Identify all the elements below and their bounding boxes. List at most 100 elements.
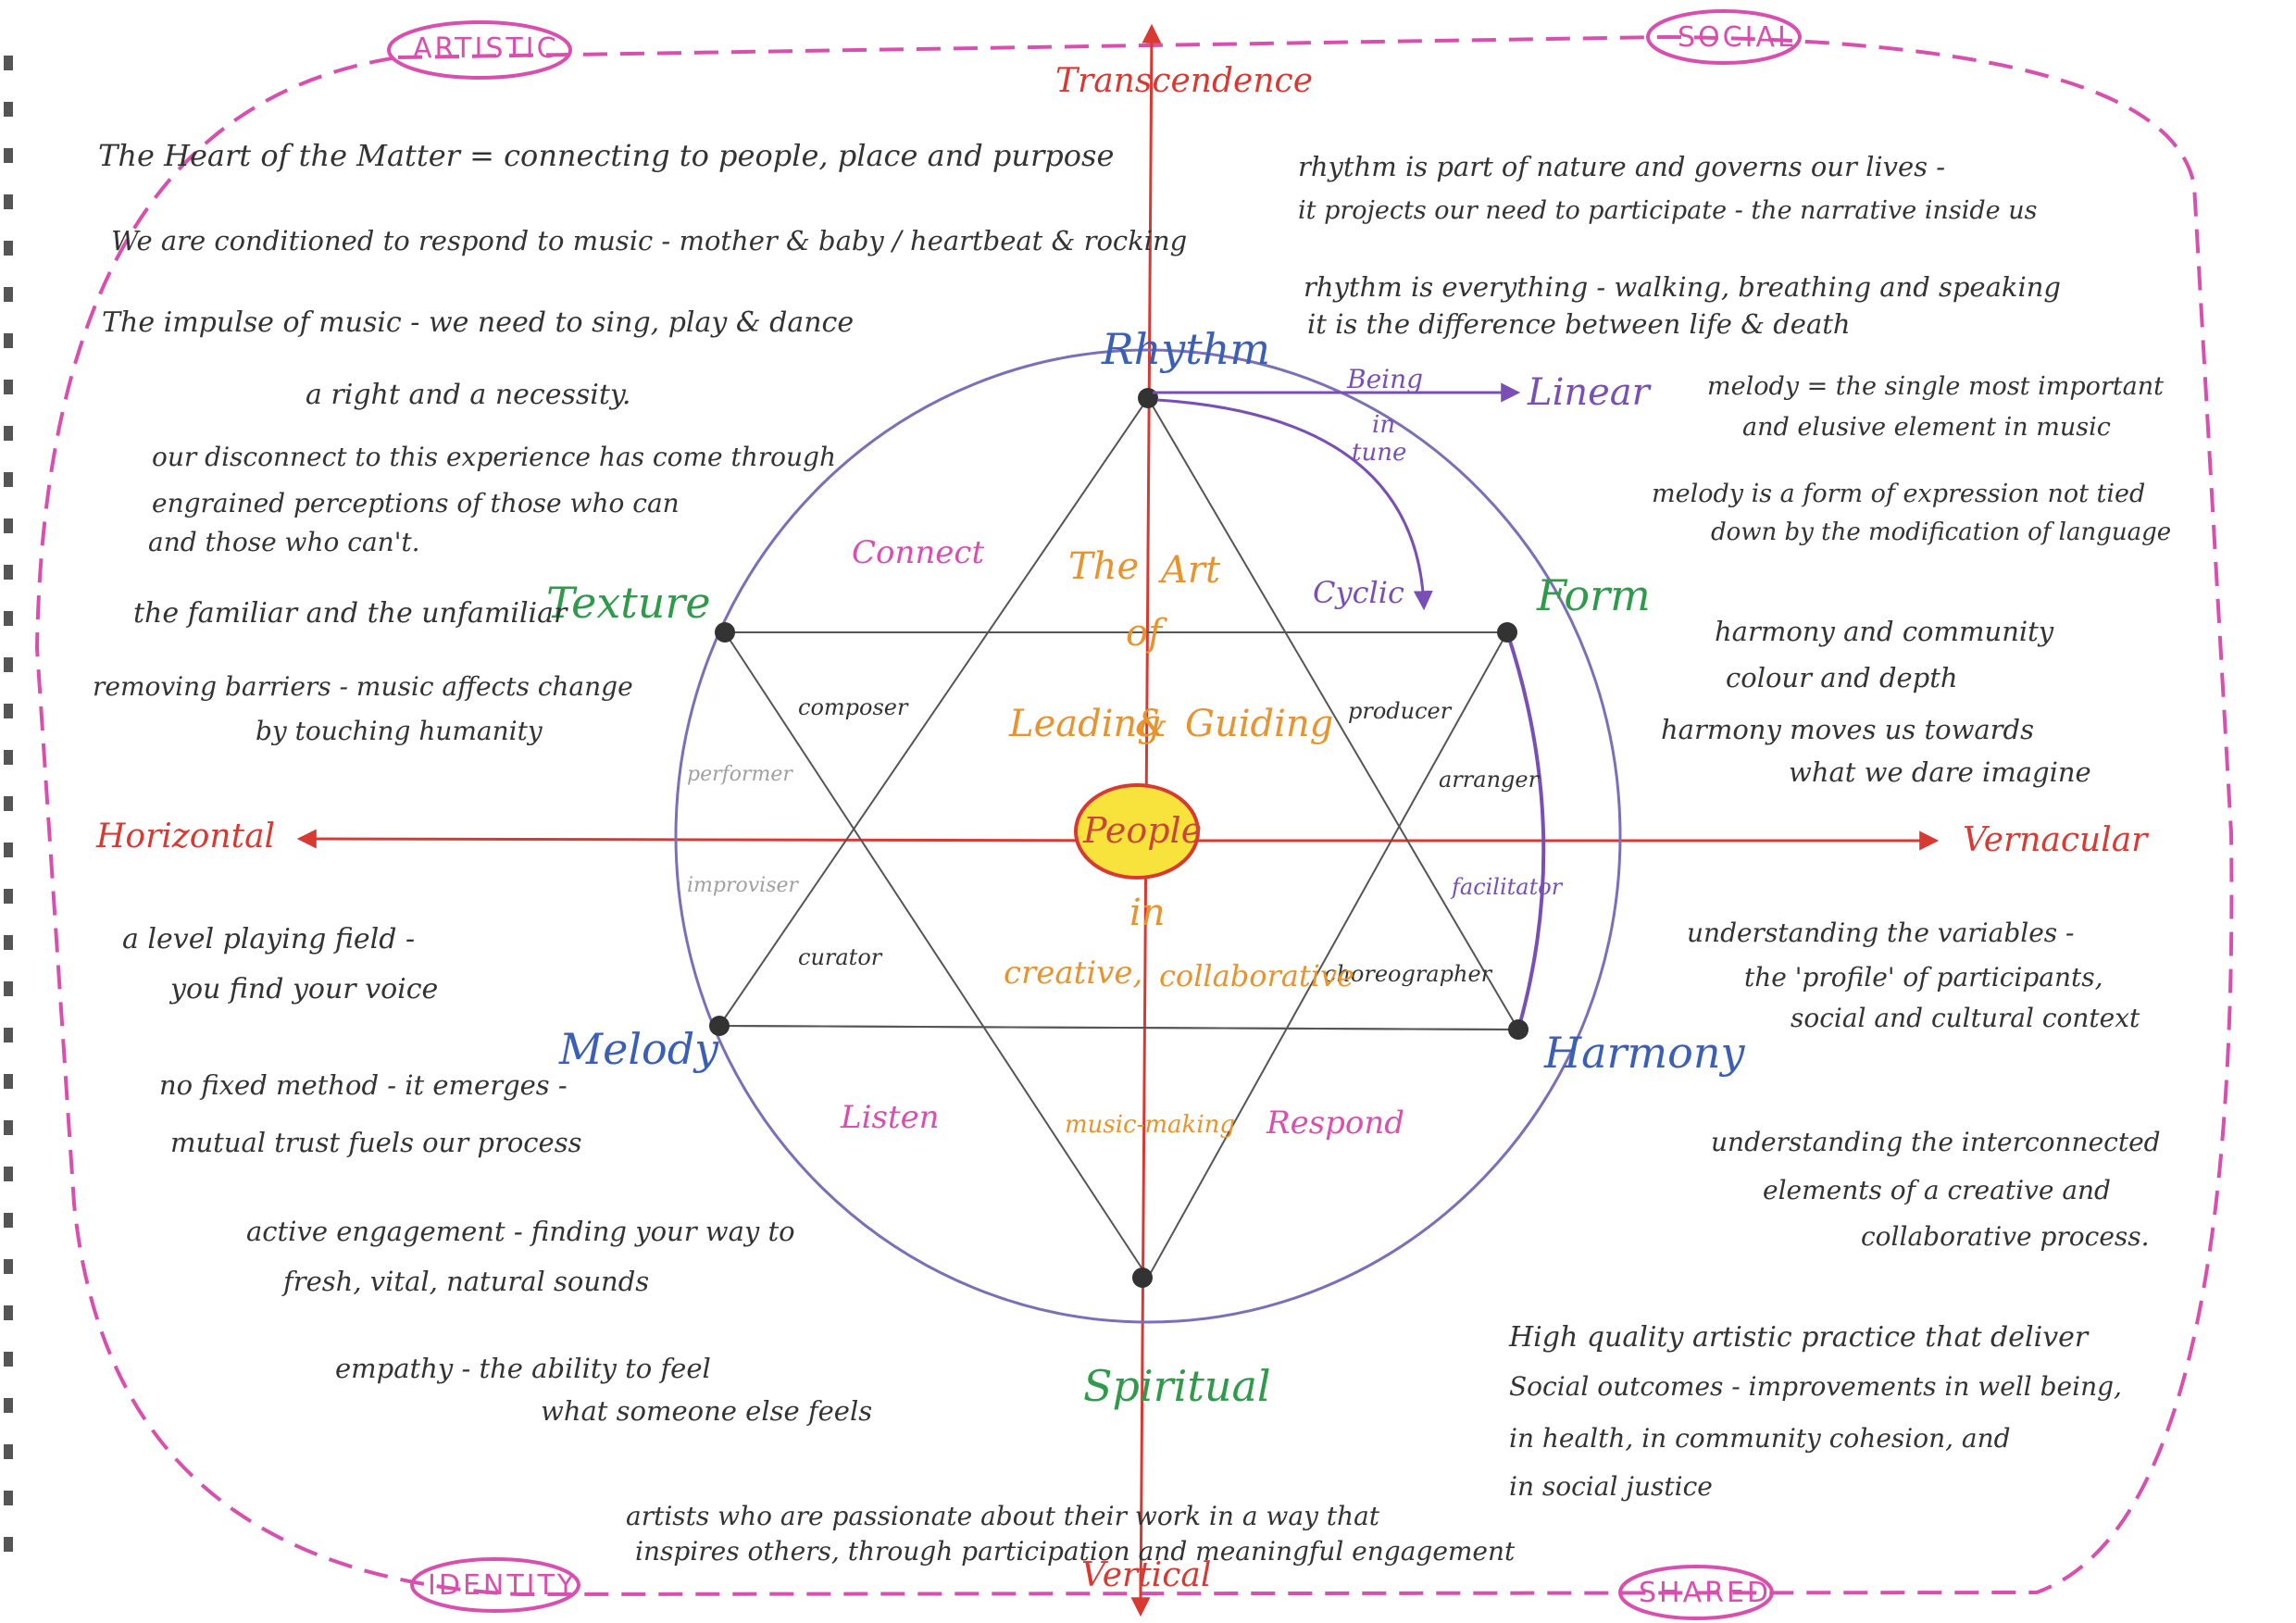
corner-oval-social [1646, 9, 1802, 65]
axis-label-horizontal: Horizontal [96, 818, 276, 855]
being-label: Being [1347, 364, 1424, 394]
role-improviser: improviser [687, 874, 799, 897]
corner-label-artistic: ARTISTIC [413, 32, 559, 65]
note-left: the familiar and the unfamiliar [133, 597, 568, 630]
note-right: collaborative process. [1861, 1221, 2150, 1252]
vertex-dot-texture [715, 622, 735, 643]
note-right: in health, in community cohesion, and [1509, 1423, 2011, 1454]
note-right: social and cultural context [1791, 1003, 2140, 1033]
vertex-label-harmony: Harmony [1544, 1028, 1745, 1078]
note-right: down by the modification of language [1711, 518, 2172, 546]
note-right: harmony and community [1715, 616, 2054, 647]
note-left: active engagement - finding your way to [246, 1216, 795, 1247]
note-right: it projects our need to participate - th… [1298, 196, 2038, 225]
dashed-boundary [34, 34, 2234, 1597]
note-left: no fixed method - it emerges - [159, 1069, 568, 1101]
note-right: elements of a creative and [1763, 1175, 2111, 1205]
note-left: you find your voice [170, 973, 439, 1005]
note-right: High quality artistic practice that deli… [1509, 1321, 2089, 1354]
vertex-label-melody: Melody [559, 1024, 719, 1074]
tune-label: tune [1352, 439, 1407, 467]
vertex-dot-melody [709, 1016, 730, 1036]
sector-connect: Connect [852, 534, 985, 571]
sector-respond: Respond [1267, 1105, 1405, 1142]
note-left: engrained perceptions of those who can [152, 488, 680, 518]
role-arranger: arranger [1439, 767, 1540, 793]
note-right: what we dare imagine [1789, 756, 2091, 788]
note-right: melody is a form of expression not tied [1652, 480, 2146, 508]
corner-label-identity: IDENTITY [428, 1569, 578, 1602]
center-of: of [1126, 612, 1162, 655]
vertex-dot-rhythm [1138, 388, 1158, 408]
corner-oval-identity [410, 1557, 580, 1613]
binder-marks [4, 56, 13, 1552]
role-producer: producer [1348, 698, 1452, 724]
note-bottom: artists who are passionate about their w… [626, 1501, 1380, 1531]
vertex-label-spiritual: Spiritual [1083, 1361, 1271, 1411]
in-label: in [1372, 411, 1396, 439]
note-right: and elusive element in music [1742, 413, 2111, 442]
center-collaborative: collaborative [1159, 958, 1354, 993]
vertex-label-texture: Texture [546, 578, 711, 628]
note-right: colour and depth [1726, 662, 1958, 693]
center-creative: creative, [1004, 955, 1143, 992]
vertex-label-form: Form [1537, 570, 1651, 620]
corner-oval-shared [1618, 1565, 1774, 1620]
corner-oval-artistic [387, 20, 572, 80]
vertex-dot-spiritual [1132, 1267, 1153, 1288]
center-amp: & [1135, 703, 1168, 745]
cyclic-label: Cyclic [1313, 575, 1404, 610]
axis-label-vertical: Vertical [1081, 1556, 1212, 1594]
note-left: what someone else feels [541, 1395, 873, 1427]
note-left: and those who can't. [148, 527, 420, 557]
note-left: a right and a necessity. [306, 379, 631, 411]
note-right: it is the difference between life & deat… [1307, 308, 1851, 340]
linear-label: Linear [1528, 371, 1650, 414]
note-right: rhythm is everything - walking, breathin… [1304, 271, 2061, 303]
center-people: People [1083, 810, 1203, 851]
corner-label-social: SOCIAL [1678, 21, 1796, 54]
note-left: a level playing field - [122, 923, 416, 955]
axis-label-vernacular: Vernacular [1963, 821, 2148, 859]
note-right: melody = the single most important [1707, 372, 2164, 401]
note-right: rhythm is part of nature and governs our… [1298, 151, 1946, 182]
horizontal-axis-left [296, 829, 1149, 849]
role-composer: composer [798, 694, 908, 720]
note-left: The Heart of the Matter = connecting to … [98, 138, 1115, 173]
role-choreographer: choreographer [1324, 961, 1492, 987]
corner-label-shared: SHARED [1639, 1577, 1772, 1609]
note-left: fresh, vital, natural sounds [283, 1266, 650, 1297]
note-left: empathy - the ability to feel [335, 1353, 711, 1384]
note-right: Social outcomes - improvements in well b… [1509, 1371, 2122, 1402]
note-left: We are conditioned to respond to music -… [111, 225, 1188, 256]
note-right: understanding the variables - [1687, 918, 2075, 948]
center-in: in [1129, 892, 1166, 934]
center-music-making: music-making [1065, 1111, 1236, 1139]
center-art: Art [1161, 549, 1221, 592]
note-left: by touching humanity [256, 716, 543, 746]
center-leading: Leading [1009, 703, 1161, 745]
vertex-dot-harmony [1508, 1019, 1529, 1040]
note-bottom: inspires others, through participation a… [635, 1536, 1516, 1567]
note-left: mutual trust fuels our process [170, 1127, 582, 1158]
note-right: understanding the interconnected [1711, 1127, 2161, 1157]
role-performer: performer [687, 763, 792, 786]
note-left: our disconnect to this experience has co… [152, 442, 836, 472]
role-curator: curator [798, 944, 882, 970]
people-oval [1074, 783, 1200, 880]
sector-listen: Listen [841, 1099, 940, 1136]
vertex-dot-form [1497, 622, 1517, 643]
form-harmony-arc [1505, 631, 1546, 1030]
center-guiding: Guiding [1185, 703, 1334, 745]
axis-label-transcendence: Transcendence [1055, 62, 1313, 100]
wheel-circle [674, 348, 1622, 1324]
note-left: removing barriers - music affects change [93, 671, 633, 702]
note-left: The impulse of music - we need to sing, … [102, 306, 855, 339]
cyclic-arrow [1156, 398, 1433, 611]
role-facilitator: facilitator [1452, 874, 1563, 900]
note-right: harmony moves us towards [1661, 714, 2034, 745]
hex-line-bottom [718, 1025, 1519, 1030]
center-the: The [1068, 545, 1140, 588]
note-right: in social justice [1509, 1471, 1713, 1502]
